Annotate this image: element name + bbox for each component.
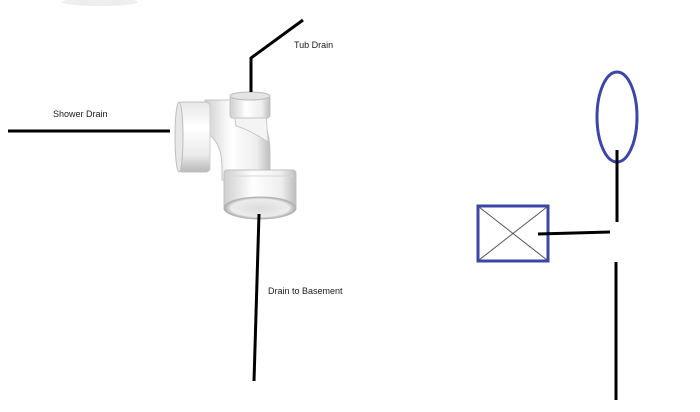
shower-inlet-rim [174,101,184,173]
pvc-fitting [174,91,297,220]
shower-box-diagonal-b [478,206,548,261]
drain-to-basement-label: Drain to Basement [268,286,343,296]
tub-inlet-rim [229,91,271,101]
tub-drain-label: Tub Drain [294,40,333,50]
schematic [476,70,639,400]
shower-branch-line [537,230,611,236]
basement-drain-leader [252,213,261,382]
tub-symbol-oval [595,70,639,164]
background-smudge [62,0,138,6]
tub-drain-leader [249,18,304,92]
shower-drain-label: Shower Drain [53,109,108,119]
fitting-branch-body [233,111,269,143]
